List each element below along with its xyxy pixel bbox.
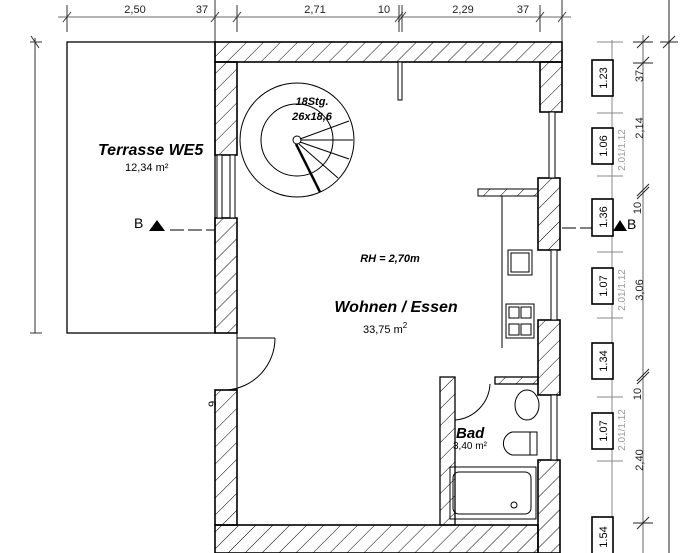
- room-height: RH = 2,70m: [360, 253, 420, 265]
- bath-area: 3,40 m²: [453, 441, 488, 452]
- dim-label: 10: [632, 388, 644, 400]
- window-size-label: 2.01/1.12: [617, 409, 628, 451]
- section-triangle-icon: [149, 220, 165, 231]
- bathroom: [439, 376, 540, 526]
- window-box-label: 1.54: [598, 526, 610, 547]
- dim-label: 37: [517, 4, 529, 16]
- dim-label: 2,14: [634, 117, 646, 138]
- section-triangle-icon: [613, 220, 627, 231]
- windows: [216, 111, 558, 461]
- washbasin-icon: [514, 389, 540, 421]
- window-size-label: 2.01/1.12: [617, 129, 628, 171]
- section-marker-left: B: [134, 215, 215, 231]
- stair-dimensions: 26x18,6: [291, 111, 333, 123]
- svg-text:B: B: [627, 216, 636, 232]
- terrace-area: 12,34 m²: [125, 162, 169, 174]
- bath-name: Bad: [456, 425, 485, 442]
- window-size-label: 2.01/1.12: [617, 269, 628, 311]
- living-area: 33,75 m2: [363, 321, 408, 336]
- living-name: Wohnen / Essen: [334, 299, 458, 316]
- dim-label: 37: [196, 4, 208, 16]
- spiral-stair: [239, 82, 355, 198]
- window-box-label: 1.07: [598, 420, 610, 441]
- window-box-label: 1.34: [598, 350, 610, 371]
- dim-label: 2,29: [452, 4, 473, 16]
- stair-steps: 18Stg.: [295, 96, 328, 108]
- sink-icon: [507, 249, 533, 276]
- toilet-icon: [503, 431, 531, 456]
- window-box-label: 1.36: [598, 206, 610, 227]
- left-dimension: [30, 35, 42, 334]
- window-box-list: [591, 59, 614, 553]
- kitchen-counter: [477, 188, 539, 348]
- top-dimension-chain: 2,50 37 2,71 10 2,29 37: [58, 0, 571, 42]
- door-mark: 9: [207, 401, 219, 407]
- dim-label: 2,50: [124, 4, 145, 16]
- bathtub-icon: [449, 466, 537, 520]
- entrance-door[interactable]: [226, 333, 276, 391]
- cooktop-icon: [505, 303, 535, 339]
- dim-label: 2,71: [304, 4, 325, 16]
- window-box-label: 1.23: [598, 67, 610, 88]
- terrace-outline: [66, 41, 216, 334]
- dim-label: 10: [632, 202, 644, 214]
- walls: [214, 41, 563, 553]
- svg-text:B: B: [134, 215, 143, 231]
- window-box-label: 1.07: [598, 275, 610, 296]
- dim-label: 3,06: [634, 279, 646, 300]
- dim-label: 37: [634, 70, 646, 82]
- dim-label: 10: [378, 4, 390, 16]
- window-box-label: 1.06: [598, 135, 610, 156]
- terrace-name: Terrasse WE5: [98, 142, 204, 159]
- dim-label: 2,40: [634, 449, 646, 470]
